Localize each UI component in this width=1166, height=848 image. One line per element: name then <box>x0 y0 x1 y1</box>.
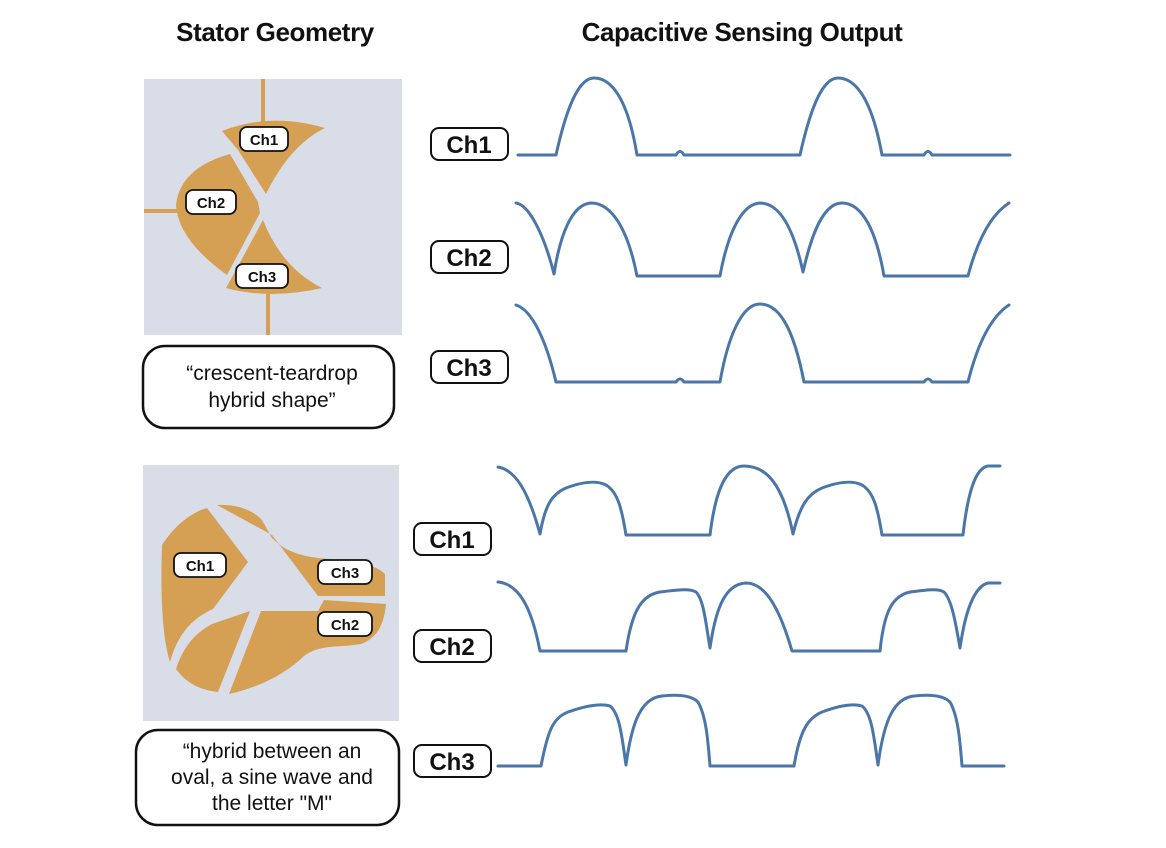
waveform-1-ch3 <box>514 302 1011 384</box>
svg-text:Ch1: Ch1 <box>186 558 214 575</box>
stator-label-2-0: Ch1 <box>173 552 227 578</box>
design-1: Ch1 Ch2 Ch3 “crescent-teardrop hybrid sh… <box>141 76 1012 430</box>
stator-label-1-1: Ch2 <box>185 189 237 215</box>
svg-text:Ch2: Ch2 <box>197 195 225 212</box>
channel-label-2-ch2: Ch2 <box>413 629 492 663</box>
svg-text:Ch2: Ch2 <box>429 634 474 661</box>
electrode-ch2-2 <box>176 611 250 692</box>
svg-text:Ch3: Ch3 <box>446 355 491 382</box>
channel-label-2-ch3: Ch3 <box>413 744 492 778</box>
svg-text:oval, a sine wave and: oval, a sine wave and <box>171 766 373 789</box>
design-2: Ch1 Ch3 Ch2 “hybrid between an oval, a s… <box>134 464 1006 827</box>
svg-text:hybrid shape”: hybrid shape” <box>208 389 335 412</box>
channel-label-1-ch2: Ch2 <box>430 240 509 274</box>
channel-label-2-ch1: Ch1 <box>413 522 492 556</box>
capacitive-output-heading: Capacitive Sensing Output <box>582 17 904 47</box>
quote-box-2: “hybrid between an oval, a sine wave and… <box>134 728 401 827</box>
stator-geometry-heading: Stator Geometry <box>176 17 375 47</box>
trace-top <box>261 79 265 129</box>
stator-panel-2: Ch1 Ch3 Ch2 <box>143 465 399 721</box>
trace-left <box>144 209 184 213</box>
trace-bottom <box>266 285 270 335</box>
stator-label-2-2: Ch2 <box>317 611 373 637</box>
quote-box-1: “crescent-teardrop hybrid shape” <box>141 344 396 430</box>
waveform-2-ch3 <box>496 693 1006 768</box>
channel-label-1-ch1: Ch1 <box>430 127 509 161</box>
svg-text:Ch1: Ch1 <box>446 132 491 159</box>
svg-text:“hybrid between an: “hybrid between an <box>183 740 362 763</box>
svg-text:Ch2: Ch2 <box>331 617 359 634</box>
svg-text:“crescent-teardrop: “crescent-teardrop <box>186 362 358 385</box>
svg-text:the letter "M": the letter "M" <box>212 792 332 815</box>
stator-label-2-1: Ch3 <box>317 559 373 585</box>
svg-text:Ch1: Ch1 <box>250 132 278 149</box>
waveform-2-ch1 <box>496 464 1002 537</box>
electrode-ch1-2 <box>161 508 248 662</box>
stator-panel-1: Ch1 Ch2 Ch3 <box>144 79 402 335</box>
waveform-1-ch2 <box>514 201 1011 278</box>
svg-text:Ch3: Ch3 <box>248 269 276 286</box>
stator-label-1-0: Ch1 <box>239 126 289 152</box>
waveform-2-ch2 <box>496 580 1002 653</box>
waveform-1-ch1 <box>516 76 1012 157</box>
stator-label-1-2: Ch3 <box>235 263 289 289</box>
channel-label-1-ch3: Ch3 <box>430 350 509 384</box>
svg-text:Ch3: Ch3 <box>331 565 359 582</box>
svg-text:Ch3: Ch3 <box>429 749 474 776</box>
svg-text:Ch1: Ch1 <box>429 527 474 554</box>
svg-text:Ch2: Ch2 <box>446 245 491 272</box>
stator-center-opening <box>213 537 318 610</box>
